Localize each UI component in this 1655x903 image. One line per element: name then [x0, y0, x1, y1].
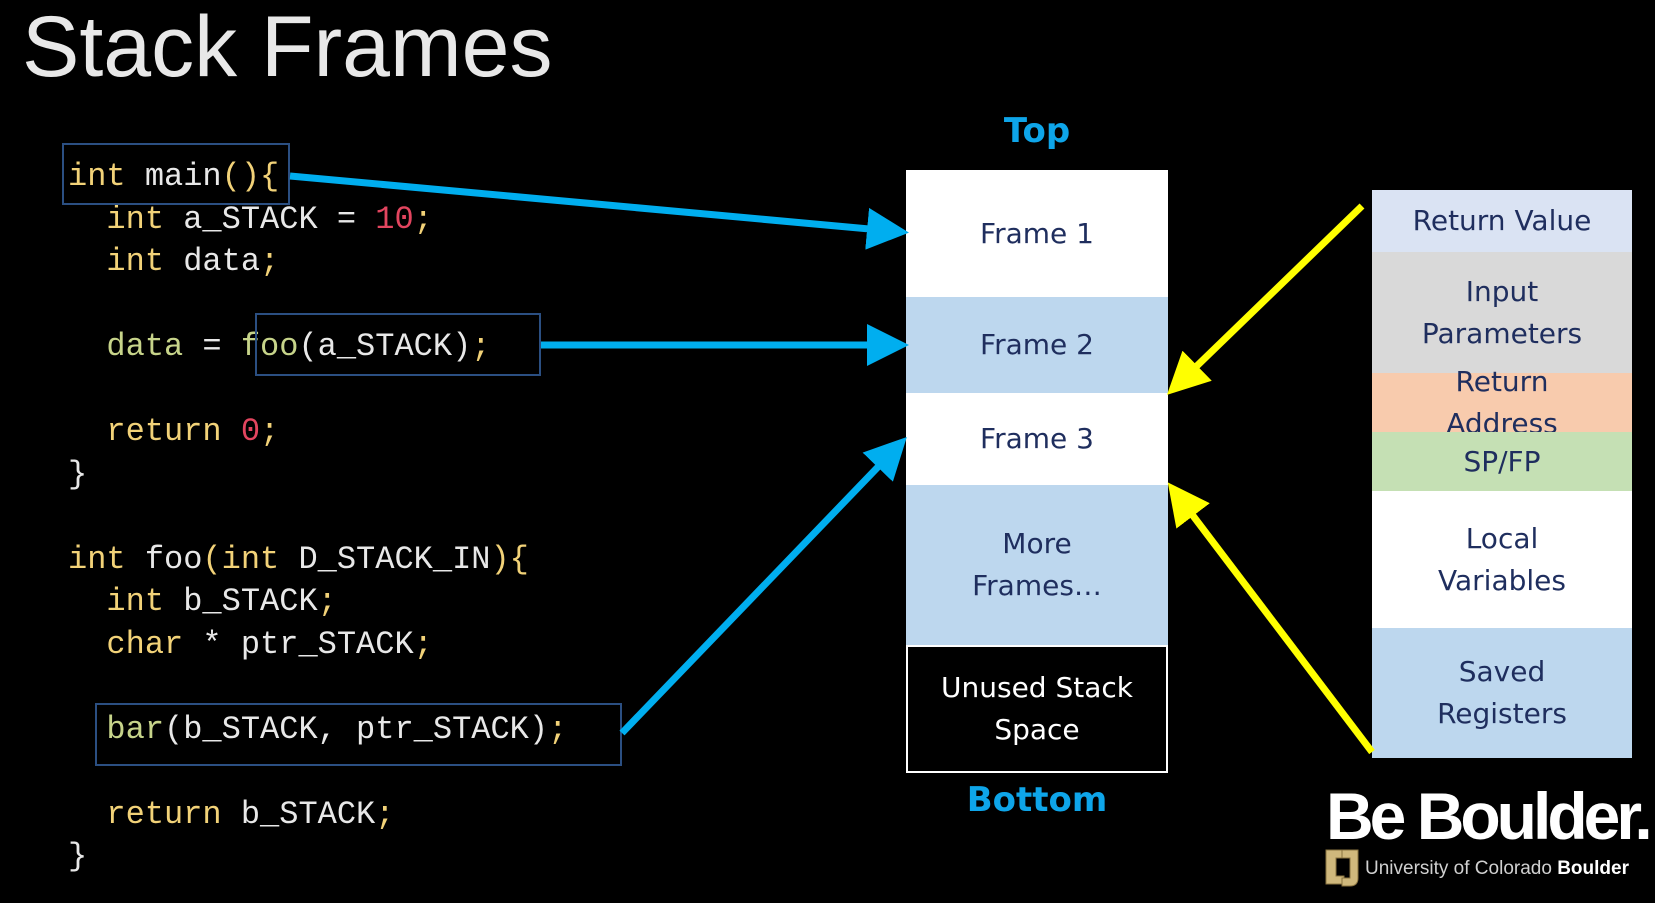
- arrow-frame-top-to-stack: [1166, 203, 1365, 395]
- code-token: int: [68, 158, 145, 195]
- code-token: data: [183, 243, 261, 280]
- highlight-box-main: [62, 143, 290, 205]
- cu-logo-icon: [1325, 849, 1359, 887]
- frame-layout-cell: Input Parameters: [1372, 252, 1632, 373]
- code-line: bar(b_STACK, ptr_STACK);: [68, 709, 567, 751]
- code-token: (a_STACK): [298, 328, 472, 365]
- code-line: int main(){: [68, 156, 279, 198]
- stack-cell: Frame 2: [906, 297, 1168, 393]
- code-token: (){: [221, 158, 280, 195]
- code-line: }: [68, 454, 87, 496]
- code-token: ;: [260, 243, 280, 280]
- code-token: foo: [144, 540, 203, 578]
- code-token: int: [68, 200, 184, 238]
- code-token: * ptr_STACK: [202, 625, 414, 663]
- code-token: int: [221, 540, 299, 578]
- frame-layout-cell: Return Value: [1372, 190, 1632, 252]
- stack-top-label: Top: [1003, 111, 1071, 151]
- code-token: (: [202, 540, 222, 578]
- code-line: int a_STACK = 10;: [68, 199, 433, 241]
- code-token: int: [68, 583, 184, 620]
- stack-cell: Frame 1: [906, 170, 1168, 297]
- code-token: b_STACK: [240, 795, 376, 833]
- code-line: }: [68, 836, 87, 878]
- code-token: }: [68, 455, 88, 493]
- code-token: ;: [375, 795, 395, 833]
- code-token: char: [68, 625, 203, 663]
- code-token: 0: [240, 413, 261, 450]
- code-token: =: [202, 328, 241, 365]
- highlight-box-foo-call: [255, 313, 541, 376]
- frame-layout-cell: SP/FP: [1372, 432, 1632, 491]
- stack-bottom-label: Bottom: [966, 780, 1108, 820]
- frame-layout-cell: Return Address: [1372, 365, 1632, 440]
- slide-title: Stack Frames: [22, 0, 553, 95]
- code-line: data = foo(a_STACK);: [68, 326, 490, 368]
- code-line: return b_STACK;: [68, 794, 394, 836]
- code-token: b_STACK: [183, 583, 318, 620]
- university-name-prefix: University of Colorado: [1365, 858, 1558, 879]
- code-line: int data;: [68, 241, 279, 283]
- code-token: }: [68, 838, 88, 875]
- arrow-main-to-frame1: [289, 172, 909, 250]
- code-token: ;: [413, 200, 433, 238]
- code-token: int: [68, 540, 145, 578]
- code-line: int foo(int D_STACK_IN){: [68, 539, 529, 581]
- code-token: bar: [68, 710, 165, 748]
- frame-layout-cell: Saved Registers: [1372, 628, 1632, 758]
- code-token: (b_STACK, ptr_STACK): [164, 710, 549, 748]
- code-token: return: [68, 795, 241, 833]
- code-token: a_STACK =: [183, 200, 376, 238]
- code-token: data: [68, 328, 203, 365]
- code-token: 10: [375, 200, 414, 238]
- code-token: ;: [413, 625, 433, 663]
- code-token: ;: [317, 583, 337, 620]
- university-name: University of Colorado Boulder: [1365, 858, 1629, 880]
- frame-layout-cell: Local Variables: [1372, 491, 1632, 628]
- code-line: char * ptr_STACK;: [68, 624, 433, 666]
- code-token: ;: [548, 710, 568, 748]
- university-name-bold: Boulder: [1557, 858, 1629, 879]
- stack-cell: Frame 3: [906, 393, 1168, 485]
- code-line: return 0;: [68, 411, 279, 453]
- code-token: main: [144, 158, 222, 195]
- arrow-frame-bottom-to-stack: [1167, 482, 1375, 755]
- stack-cell: Unused Stack Space: [906, 645, 1168, 773]
- code-token: foo: [240, 328, 299, 365]
- stack-cell: More Frames…: [906, 485, 1168, 645]
- be-boulder-logo: Be Boulder.: [1326, 779, 1653, 853]
- code-token: ;: [471, 328, 491, 365]
- code-token: ;: [260, 413, 280, 450]
- code-token: int: [68, 243, 184, 280]
- code-token: D_STACK_IN: [298, 540, 491, 578]
- highlight-box-bar-call: [95, 703, 622, 766]
- code-line: int b_STACK;: [68, 581, 337, 623]
- code-token: return: [68, 413, 241, 450]
- code-token: ){: [490, 540, 529, 578]
- arrow-bar-to-frame3: [619, 436, 907, 736]
